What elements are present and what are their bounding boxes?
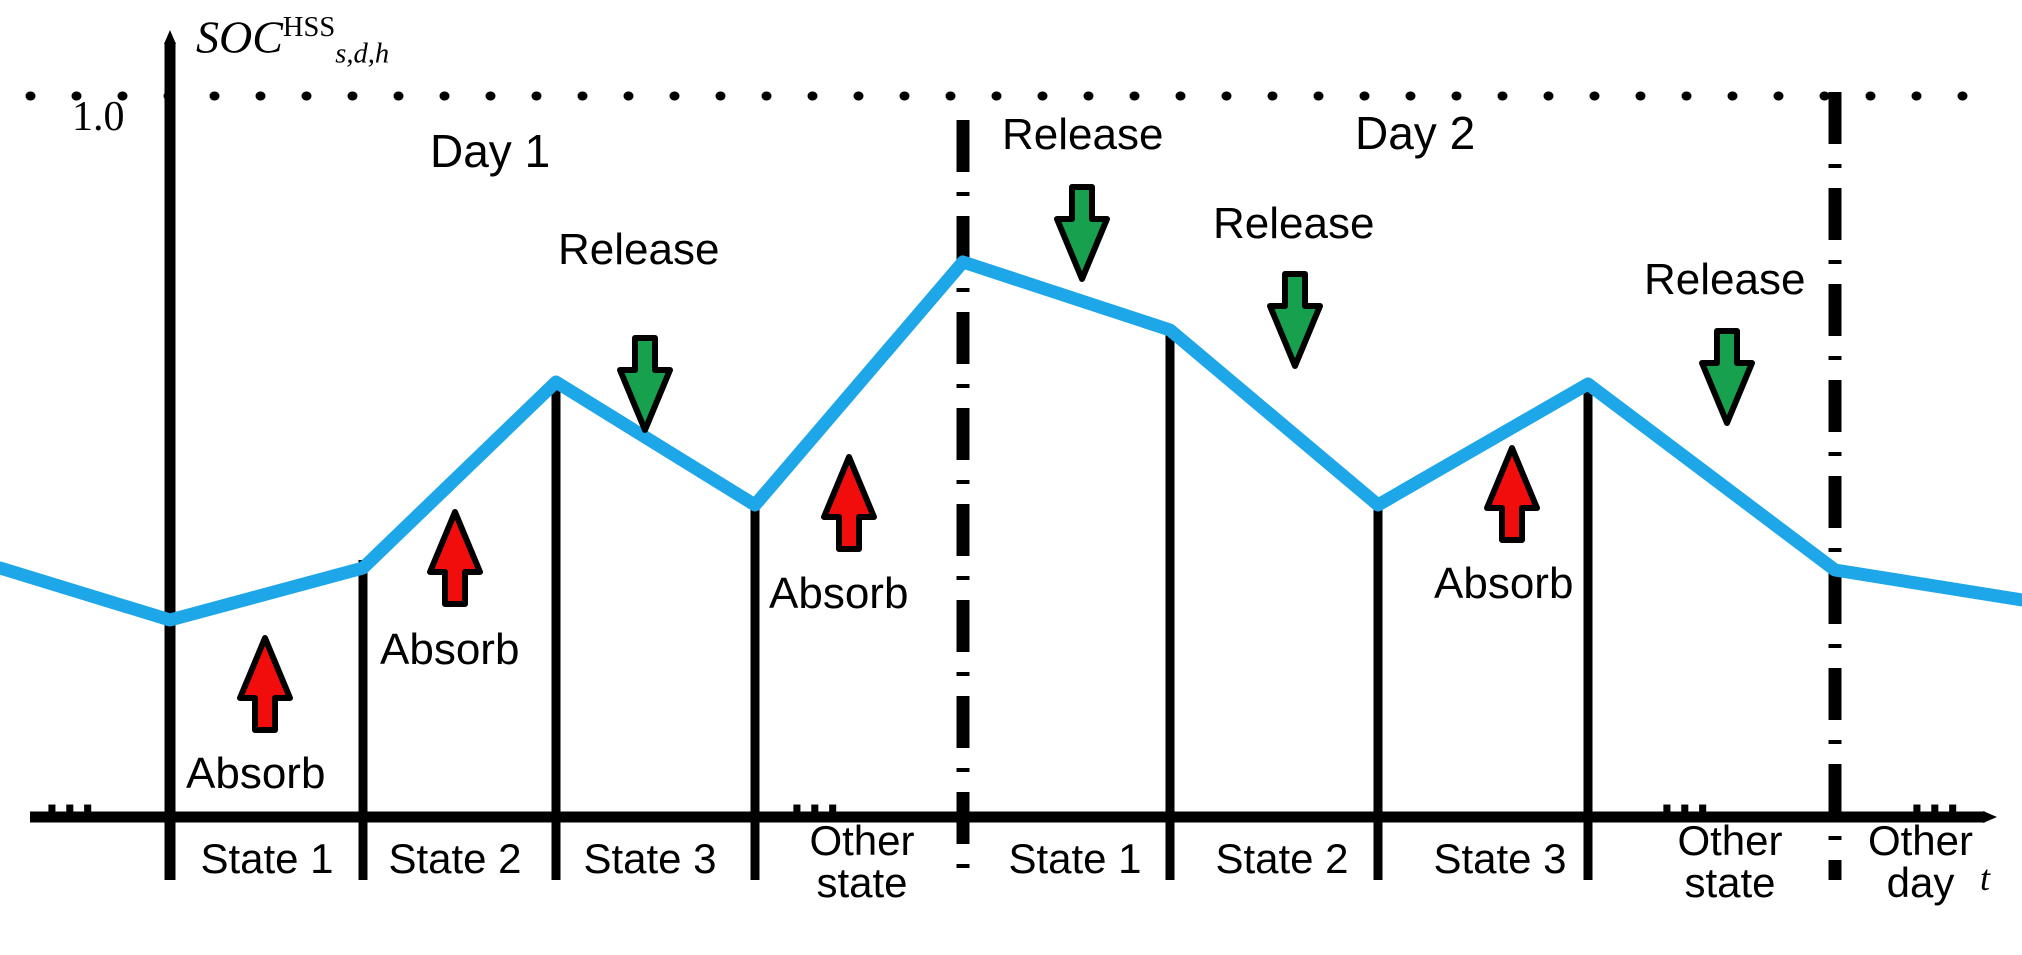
soc-trajectory-line [0, 255, 2022, 627]
y-axis-tick-1: 1.0 [72, 94, 125, 140]
release-label: Release [1644, 255, 1806, 304]
absorb-arrow-icon [237, 635, 293, 733]
state-label: State 2 [355, 838, 555, 880]
state-label: State 3 [550, 838, 750, 880]
state-label: State 1 [975, 838, 1175, 880]
day-label-1: Day 1 [430, 125, 551, 177]
absorb-label: Absorb [769, 569, 909, 618]
other-day-label-line1: Other [1867, 817, 1974, 864]
state-label-line1: State 2 [388, 835, 522, 882]
release-arrow-icon [617, 335, 673, 433]
y-axis-label-subscript: s,d,h [335, 38, 390, 70]
state-label-line1: State 3 [583, 835, 717, 882]
state-label-line1: State 1 [200, 835, 334, 882]
release-label: Release [558, 225, 720, 274]
state-label-line1: State 2 [1215, 835, 1349, 882]
absorb-label: Absorb [1434, 559, 1574, 608]
state-label-line1: Other [1677, 817, 1783, 864]
ellipsis-continuation: ... [790, 767, 844, 823]
state-dividers-day2 [1165, 330, 1593, 880]
day-label-2: Day 2 [1355, 107, 1476, 159]
release-arrow-icon [1054, 184, 1110, 282]
ellipsis-continuation: ... [45, 767, 99, 823]
state-label-line2: state [1684, 859, 1776, 906]
absorb-arrow-icon [821, 454, 877, 552]
y-axis-label: SOCHSSs,d,h [196, 11, 390, 70]
state-label: State 2 [1182, 838, 1382, 880]
other-day-label: Other day [1838, 820, 2003, 904]
y-axis-label-superscript: HSS [282, 12, 336, 43]
state-label: Other state [772, 820, 952, 904]
absorb-label: Absorb [380, 625, 520, 674]
state-label-line1: State 1 [1008, 835, 1142, 882]
state-dividers-day1 [165, 300, 760, 880]
state-label-line1: State 3 [1433, 835, 1567, 882]
state-label: Other state [1640, 820, 1820, 904]
release-arrow-icon [1699, 328, 1755, 426]
y-axis-label-base: SOC [196, 11, 283, 63]
release-arrow-icon [1267, 271, 1323, 369]
absorb-arrow-icon [427, 509, 483, 607]
state-label-line1: Other [809, 817, 915, 864]
release-label: Release [1213, 199, 1375, 248]
state-label: State 1 [167, 838, 367, 880]
ellipsis-continuation: ... [1910, 767, 1964, 823]
ellipsis-continuation: ... [1660, 767, 1714, 823]
other-day-label-line2: day [1886, 859, 1955, 906]
absorb-label: Absorb [186, 749, 326, 798]
state-label-line2: state [816, 859, 908, 906]
x-axis-label: t [1980, 858, 1991, 898]
absorb-arrow-icon [1484, 445, 1540, 543]
state-label: State 3 [1400, 838, 1600, 880]
release-label: Release [1002, 110, 1164, 159]
